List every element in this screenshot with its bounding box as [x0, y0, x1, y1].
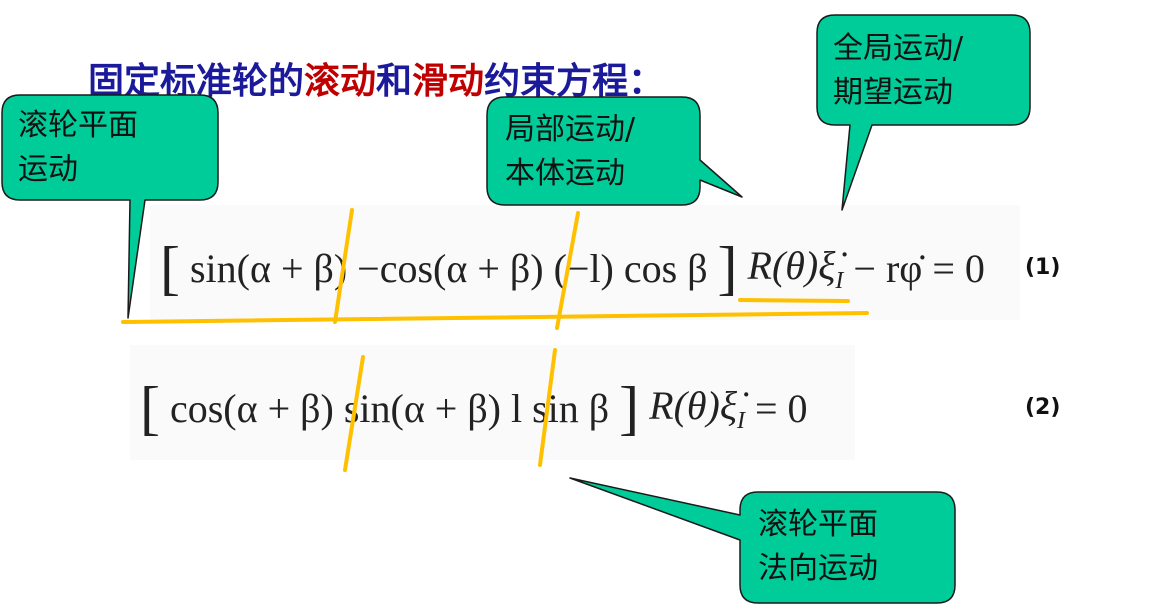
callout-shape-1: [1, 94, 219, 319]
equation-1: [ sin(α + β) −cos(α + β) (−l) cos β ] R(…: [160, 228, 985, 308]
callout-shape-3: [816, 14, 1031, 211]
callout-line: 期望运动: [833, 75, 953, 110]
callout-line: 运动: [18, 152, 78, 187]
title-part-rolling: 滚动: [304, 61, 377, 102]
eq1-cell-1: sin(α + β): [189, 245, 348, 291]
left-bracket: [: [160, 235, 180, 301]
eq2-cell-1: cos(α + β): [169, 385, 334, 431]
title-part-sliding: 滑动: [412, 61, 485, 102]
eq2-cell-3: l sin β: [511, 385, 610, 431]
equation-2-background: [130, 345, 855, 460]
divider-line: [343, 355, 365, 472]
eq1-cell-3: (−l) cos β: [553, 245, 708, 291]
divider-line: [555, 211, 580, 330]
eq1-tail: R(θ)ξ̇I: [748, 242, 844, 295]
eq2-cell-2: sin(α + β): [343, 385, 501, 431]
eq2-tail: R(θ)ξ̇I: [649, 382, 745, 435]
right-bracket: ]: [619, 375, 640, 441]
eq2-subscript: I: [737, 407, 745, 434]
right-bracket: ]: [717, 235, 738, 301]
highlight-line: [121, 311, 869, 324]
callout-line: 全局运动/: [833, 31, 964, 66]
callout-shape-4: [569, 477, 956, 604]
slide-title: 固定标准轮的滚动和滑动约束方程：: [88, 52, 664, 104]
divider-line: [538, 348, 557, 467]
callout-line: 滚轮平面: [18, 108, 138, 143]
eq1-cell-2: −cos(α + β): [357, 245, 544, 291]
equation-1-number: (1): [1025, 255, 1061, 280]
callout-local-motion: 局部运动/ 本体运动: [505, 108, 635, 196]
divider-line: [333, 208, 354, 324]
callout-line: 滚轮平面: [758, 507, 878, 542]
eq1-xi: R(θ)ξ̇: [747, 242, 836, 288]
callout-line: 法向运动: [758, 551, 878, 586]
equation-2-number: (2): [1025, 395, 1061, 420]
callout-normal-motion: 滚轮平面 法向运动: [758, 503, 878, 591]
eq2-rest: = 0: [755, 385, 808, 431]
callout-rolling-plane-motion: 滚轮平面 运动: [18, 104, 138, 192]
callout-shape-2: [486, 96, 743, 206]
eq1-rest: − rφ̇ = 0: [853, 245, 985, 291]
callout-line: 本体运动: [505, 156, 625, 191]
title-part: 和: [376, 61, 413, 102]
title-part: 约束方程：: [484, 61, 665, 102]
callout-line: 局部运动/: [505, 112, 636, 147]
callout-global-motion: 全局运动/ 期望运动: [833, 27, 963, 115]
underline-highlight: [738, 298, 850, 303]
eq2-xi: R(θ)ξ̇: [649, 382, 737, 428]
equation-1-background: [150, 205, 1020, 320]
equation-2: [ cos(α + β) sin(α + β) l sin β ] R(θ)ξ̇…: [140, 368, 808, 448]
left-bracket: [: [140, 375, 160, 441]
eq1-subscript: I: [835, 267, 844, 294]
